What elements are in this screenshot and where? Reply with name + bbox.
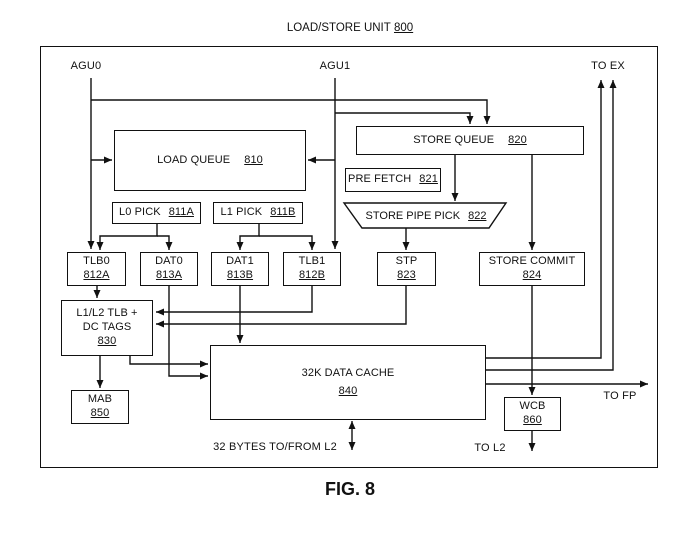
arrow-agu1-to-store-queue	[335, 112, 474, 124]
arrow-agu0-to-store-queue	[91, 99, 491, 124]
block-pre-fetch-ref: 821	[419, 173, 438, 186]
label-to-l2: TO L2	[474, 442, 506, 454]
arrow-tags-to-cache	[129, 356, 208, 368]
diagram-title-ref: 800	[393, 22, 414, 34]
block-store-queue-label: STORE QUEUE	[413, 133, 495, 146]
block-wcb-label: WCB	[519, 400, 546, 413]
block-l1-pick: L1 PICK 811B	[213, 202, 303, 224]
arrow-l0pick-to-dat0	[157, 235, 173, 250]
block-l0-pick: L0 PICK 811A	[112, 202, 201, 224]
block-l1l2-tlb-dc-tags-label1: L1/L2 TLB +	[76, 307, 138, 320]
block-store-pipe-pick: STORE PIPE PICK 822	[352, 205, 500, 226]
label-agu1: AGU1	[319, 60, 351, 72]
block-mab-ref: 850	[90, 407, 110, 419]
block-dat1: DAT1 813B	[211, 252, 269, 286]
arrow-cache-to-ex-1	[486, 80, 605, 359]
block-data-cache-ref: 840	[338, 384, 358, 397]
block-wcb: WCB 860	[504, 397, 561, 431]
block-tlb1-label: TLB1	[298, 255, 326, 268]
block-dat1-label: DAT1	[226, 255, 254, 268]
block-mab-label: MAB	[87, 393, 113, 406]
block-store-pipe-pick-label: STORE PIPE PICK	[365, 209, 461, 222]
block-tlb0: TLB0 812A	[67, 252, 126, 286]
arrow-l1pick-to-dat1	[236, 224, 260, 250]
diagram-title-label: LOAD/STORE UNIT	[286, 22, 391, 34]
block-pre-fetch: PRE FETCH 821	[345, 168, 441, 192]
block-load-queue-label: LOAD QUEUE	[157, 153, 231, 166]
block-store-queue: STORE QUEUE 820	[356, 126, 584, 155]
label-l2-bus: 32 BYTES TO/FROM L2	[213, 441, 337, 453]
block-store-queue-ref: 820	[508, 133, 527, 146]
block-tlb1-ref: 812B	[298, 269, 326, 281]
block-l1-pick-label: L1 PICK	[220, 206, 263, 219]
block-dat1-ref: 813B	[226, 269, 254, 281]
arrow-stp-to-tags	[156, 286, 407, 328]
block-l1l2-tlb-dc-tags: L1/L2 TLB + DC TAGS 830	[61, 300, 153, 356]
block-tlb0-ref: 812A	[83, 269, 110, 281]
label-to-ex: TO EX	[591, 60, 625, 72]
block-load-queue-ref: 810	[244, 153, 263, 166]
block-wcb-ref: 860	[523, 414, 542, 426]
block-store-commit-label: STORE COMMIT	[488, 255, 576, 268]
diagram-title: LOAD/STORE UNIT 800	[0, 22, 700, 34]
block-l1-pick-ref: 811B	[270, 206, 296, 219]
block-l1l2-tlb-dc-tags-ref: 830	[97, 334, 117, 347]
unit-boundary	[40, 46, 658, 468]
label-to-fp: TO FP	[603, 390, 637, 402]
block-store-pipe-pick-ref: 822	[468, 209, 487, 222]
block-dat0: DAT0 813A	[140, 252, 198, 286]
arrow-tlb1-to-tags	[156, 286, 313, 316]
block-dat0-label: DAT0	[155, 255, 183, 268]
block-store-commit: STORE COMMIT 824	[479, 252, 585, 286]
figure-caption: FIG. 8	[324, 479, 375, 499]
block-stp-label: STP	[395, 255, 418, 268]
block-l0-pick-ref: 811A	[168, 206, 194, 219]
arrow-dat0-to-cache	[168, 286, 208, 380]
arrow-l0pick-to-tlb0	[96, 224, 158, 250]
block-dat0-ref: 813A	[155, 269, 183, 281]
arrow-l1pick-to-tlb1	[259, 235, 316, 250]
block-tlb0-label: TLB0	[83, 255, 110, 268]
block-store-commit-ref: 824	[522, 269, 542, 281]
block-stp-ref: 823	[397, 269, 416, 281]
block-pre-fetch-label: PRE FETCH	[348, 173, 412, 186]
label-agu0: AGU0	[70, 60, 102, 72]
block-data-cache-label: 32K DATA CACHE	[301, 366, 395, 379]
block-l1l2-tlb-dc-tags-label2: DC TAGS	[82, 321, 132, 334]
store-pipe-pick-shape	[342, 202, 508, 229]
block-data-cache: 32K DATA CACHE 840	[210, 345, 486, 420]
block-l0-pick-label: L0 PICK	[119, 206, 161, 219]
arrow-cache-to-ex-2	[486, 80, 617, 371]
block-mab: MAB 850	[71, 390, 129, 424]
block-tlb1: TLB1 812B	[283, 252, 341, 286]
block-stp: STP 823	[377, 252, 436, 286]
block-load-queue: LOAD QUEUE 810	[114, 130, 306, 191]
